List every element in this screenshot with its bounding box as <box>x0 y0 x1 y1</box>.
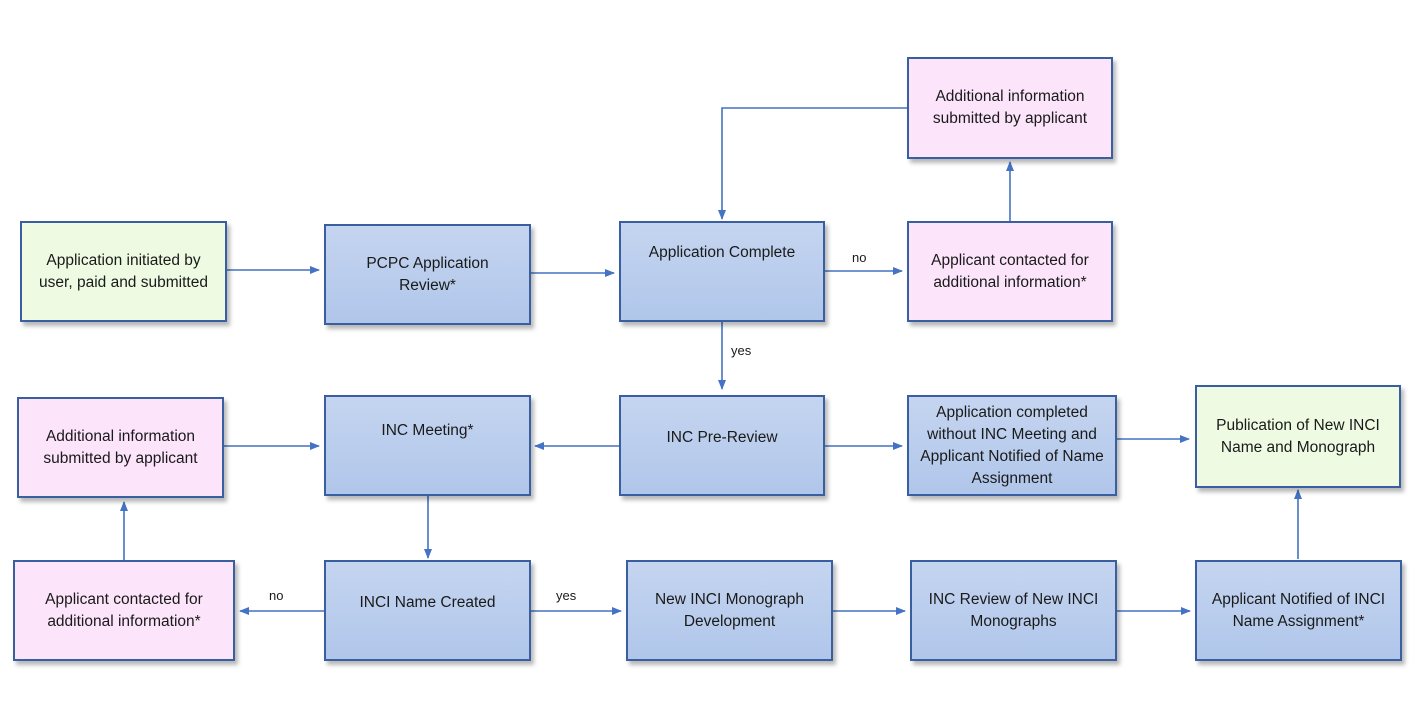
applicant-contacted-box-left: Applicant contacted for additional infor… <box>13 560 235 661</box>
additional-info-box-top: Additional information submitted by appl… <box>907 57 1113 159</box>
applicant-notified-box: Applicant Notified of INCI Name Assignme… <box>1195 560 1402 661</box>
monograph-development-box: New INCI Monograph Development <box>626 560 833 661</box>
publication-box: Publication of New INCI Name and Monogra… <box>1195 385 1401 488</box>
inc-review-box: INC Review of New INCI Monographs <box>910 560 1117 661</box>
edge-label-no-top: no <box>852 250 867 265</box>
inc-meeting-box: INC Meeting* <box>324 395 531 496</box>
edge-label-yes-bottom: yes <box>556 588 577 603</box>
applicant-contacted-box-top: Applicant contacted for additional infor… <box>907 221 1113 322</box>
inci-name-created-box: INCI Name Created <box>324 560 531 661</box>
application-initiated-box: Application initiated by user, paid and … <box>20 221 227 322</box>
pcpc-review-box: PCPC Application Review* <box>324 224 531 325</box>
inc-prereview-box: INC Pre-Review <box>619 395 825 496</box>
edge-label-yes-mid: yes <box>731 343 752 358</box>
application-complete-box: Application Complete <box>619 221 825 322</box>
edge-label-no-bottom: no <box>269 588 284 603</box>
arrow-info-to-complete <box>718 107 908 220</box>
additional-info-box-left: Additional information submitted by appl… <box>17 397 224 498</box>
completed-without-meeting-box: Application completed without INC Meetin… <box>907 395 1117 496</box>
